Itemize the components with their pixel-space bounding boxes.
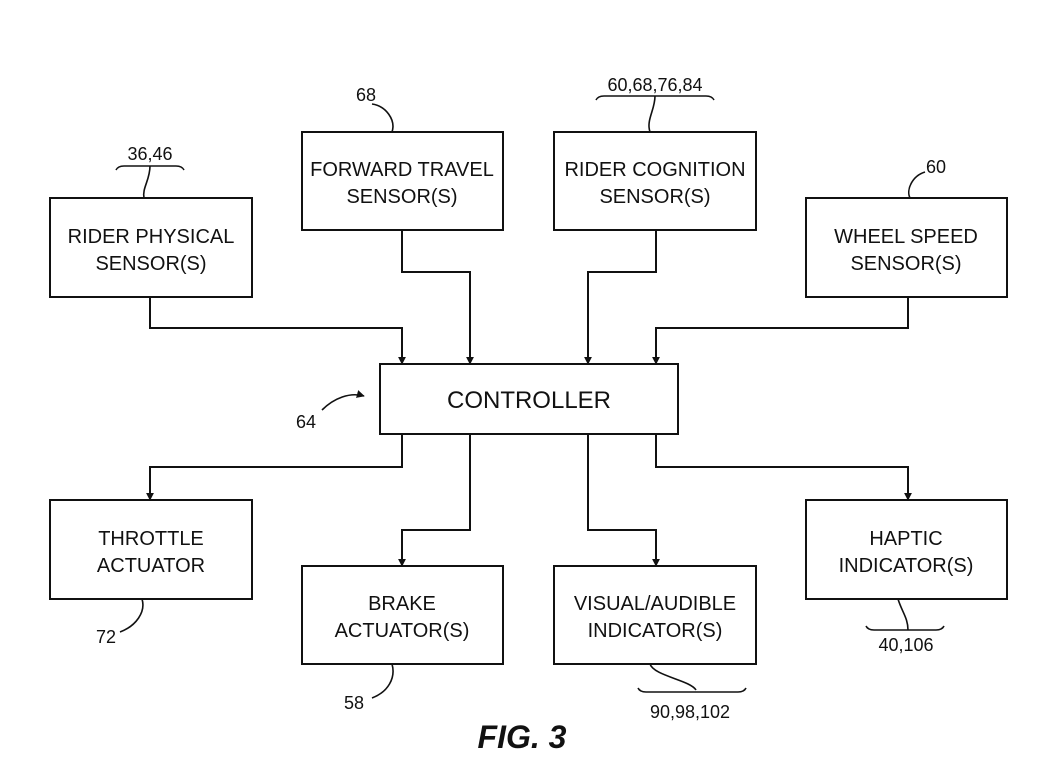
haptic-indicator-block: HAPTIC INDICATOR(S) [805,499,1008,600]
wire-controller-to-visual-audible [587,434,660,567]
ref-label-visual-audible: 90,98,102 [650,702,730,722]
ref-throttle: 72 [96,598,144,647]
rider-physical-label-line1: RIDER PHYSICAL [68,226,235,248]
forward-travel-label-line1: FORWARD TRAVEL [310,159,494,181]
ref-label-throttle: 72 [96,627,116,647]
ref-forward-travel: 68 [356,85,394,133]
ref-rider-cognition: 60,68,76,84 [595,75,715,133]
wire-controller-to-brake [398,434,471,567]
throttle-label-line2: ACTUATOR [97,555,205,577]
visual-audible-label-line2: INDICATOR(S) [588,620,723,642]
ref-brake: 58 [344,663,394,713]
wire-controller-to-throttle [146,434,403,501]
ref-label-forward-travel: 68 [356,85,376,105]
controller-label: CONTROLLER [447,387,611,414]
ref-label-wheel-speed: 60 [926,157,946,177]
controller-block: CONTROLLER [379,363,679,435]
throttle-label-line1: THROTTLE [98,528,204,550]
throttle-actuator-block: THROTTLE ACTUATOR [49,499,253,600]
forward-travel-sensor-block: FORWARD TRAVEL SENSOR(S) [301,131,504,231]
visual-audible-label-line1: VISUAL/AUDIBLE [574,593,736,615]
ref-haptic: 40,106 [865,598,945,655]
rider-cognition-label-line2: SENSOR(S) [599,186,710,208]
ref-label-haptic: 40,106 [878,635,933,655]
ref-wheel-speed: 60 [908,157,946,199]
visual-audible-indicator-block: VISUAL/AUDIBLE INDICATOR(S) [553,565,757,665]
brake-actuator-block: BRAKE ACTUATOR(S) [301,565,504,665]
rider-cognition-label-line1: RIDER COGNITION [564,159,745,181]
wire-forward-travel-to-controller [401,230,474,365]
ref-label-rider-physical: 36,46 [127,144,172,164]
forward-travel-label-line2: SENSOR(S) [346,186,457,208]
figure-label: FIG. 3 [478,719,567,755]
wire-rider-physical-to-controller [149,297,406,365]
haptic-label-line1: HAPTIC [869,528,942,550]
ref-label-rider-cognition: 60,68,76,84 [607,75,702,95]
ref-label-controller: 64 [296,412,316,432]
haptic-label-line2: INDICATOR(S) [839,555,974,577]
wheel-speed-label-line1: WHEEL SPEED [834,226,978,248]
rider-cognition-sensor-block: RIDER COGNITION SENSOR(S) [553,131,757,231]
wheel-speed-label-line2: SENSOR(S) [850,253,961,275]
rider-physical-label-line2: SENSOR(S) [95,253,206,275]
rider-physical-sensor-block: RIDER PHYSICAL SENSOR(S) [49,197,253,298]
wire-wheel-speed-to-controller [652,297,909,365]
brake-label-line1: BRAKE [368,593,436,615]
wire-rider-cognition-to-controller [584,230,657,365]
wheel-speed-sensor-block: WHEEL SPEED SENSOR(S) [805,197,1008,298]
wire-controller-to-haptic [655,434,912,501]
ref-visual-audible: 90,98,102 [637,663,747,722]
brake-label-line2: ACTUATOR(S) [335,620,470,642]
ref-label-brake: 58 [344,693,364,713]
ref-controller: 64 [296,390,365,432]
ref-rider-physical: 36,46 [115,144,185,199]
